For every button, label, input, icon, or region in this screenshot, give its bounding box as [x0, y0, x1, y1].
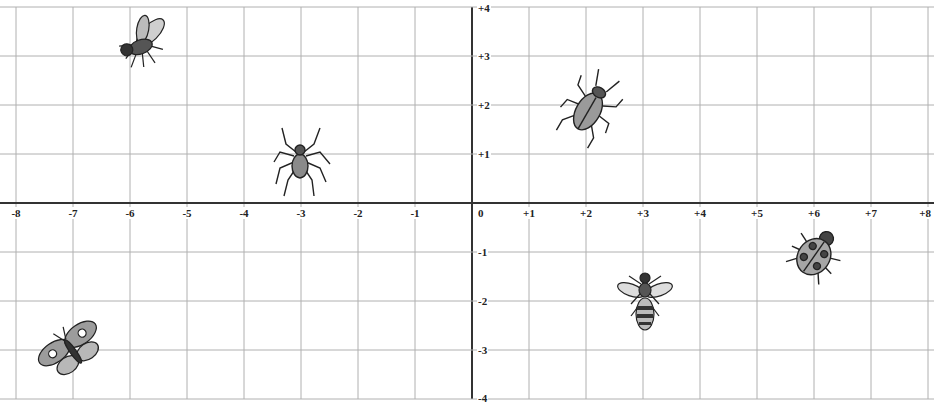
grid-line — [0, 154, 934, 155]
spider-picture — [274, 128, 330, 196]
grid-line — [0, 399, 934, 400]
grid-line — [0, 252, 934, 253]
grid-line — [0, 105, 934, 106]
axis-number: -2 — [477, 295, 488, 307]
axis-number: -8 — [10, 207, 21, 219]
axis-number: +7 — [864, 207, 878, 219]
grid-lines — [0, 7, 934, 399]
axis-number: -3 — [295, 207, 306, 219]
axis-number: +3 — [477, 50, 491, 62]
axis-number: -4 — [238, 207, 249, 219]
axis-number: +3 — [636, 207, 650, 219]
ladybug-picture — [783, 219, 850, 287]
grid-line — [0, 301, 934, 302]
butterfly-picture — [30, 311, 110, 384]
axis-number: 0 — [477, 207, 485, 219]
axis-number: +1 — [477, 148, 491, 160]
fly-picture — [111, 6, 179, 72]
axis-number: +6 — [807, 207, 821, 219]
axis-number: -5 — [181, 207, 192, 219]
axis-number: -2 — [352, 207, 363, 219]
axis-number: -1 — [409, 207, 420, 219]
axis-number: -7 — [67, 207, 78, 219]
grid-line — [0, 56, 934, 57]
axis-number: +2 — [579, 207, 593, 219]
axis-number: +2 — [477, 99, 491, 111]
axis-number: -6 — [124, 207, 135, 219]
axis-number: +4 — [693, 207, 707, 219]
beetle-picture — [549, 62, 631, 152]
axis-number: +5 — [750, 207, 764, 219]
grid-line — [0, 7, 934, 8]
axis-number: -1 — [477, 246, 488, 258]
axis-number: +4 — [477, 2, 491, 14]
axis-number: +1 — [522, 207, 536, 219]
axis-number: -4 — [477, 392, 488, 404]
axis-number: -3 — [477, 344, 488, 356]
grid-line — [0, 202, 934, 204]
grid-line — [0, 350, 934, 351]
wasp-picture — [616, 273, 674, 330]
axis-number: +8 — [918, 207, 932, 219]
